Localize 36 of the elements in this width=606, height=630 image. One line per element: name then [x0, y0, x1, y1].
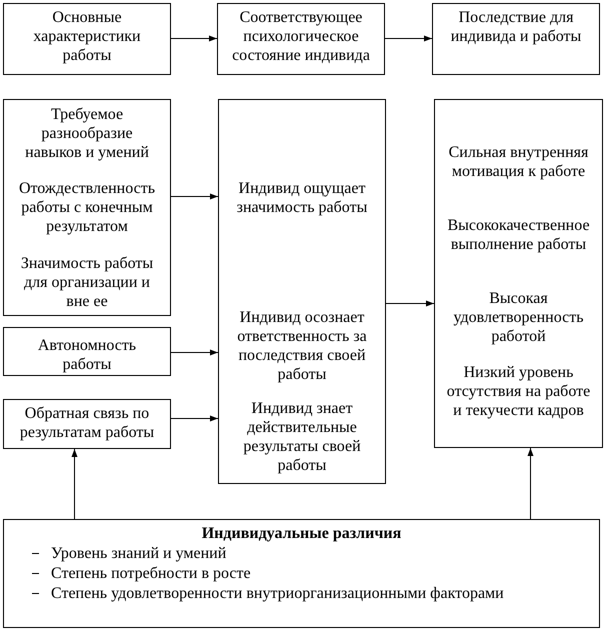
process-box — [217, 3, 385, 75]
box-text: Соответствующее психологическое состояние индивида — [231, 8, 371, 65]
box-text: Основные характеристики работы — [32, 8, 142, 65]
box-text: Последствие для индивида и работы — [450, 8, 582, 46]
process-box — [432, 3, 600, 75]
list-item: Уровень знаний и умений — [51, 544, 226, 563]
arrow — [528, 448, 534, 520]
box-text: Обратная связь по результатам работы — [18, 404, 156, 442]
box-text: Низкий уровень отсутствия на работе и текучести кадров — [446, 363, 592, 420]
arrow — [170, 194, 218, 200]
process-box — [3, 327, 171, 376]
process-box — [218, 99, 386, 484]
box-text: Автономность работы — [36, 336, 138, 374]
process-box — [434, 99, 603, 448]
arrow — [384, 36, 432, 42]
box-text: Отождествленность работы с конечным результатом — [18, 179, 156, 236]
box-heading: Индивидуальные различия — [202, 524, 402, 543]
box-text: Высокая удовлетворенность работой — [452, 289, 584, 346]
arrow — [170, 36, 218, 42]
arrow — [72, 448, 78, 520]
box-text: Сильная внутренняя мотивация к работе — [448, 143, 590, 181]
process-box — [3, 399, 171, 449]
list-item: Степень удовлетворенности внутриорганизационными факторами — [51, 584, 504, 603]
process-box — [3, 519, 600, 628]
box-text: Индивид осознает ответственность за последствия своей работы — [236, 308, 368, 384]
process-box — [3, 3, 171, 75]
box-text: Индивид знает действительные результаты своей работы — [242, 399, 362, 475]
box-text: Индивид ощущает значимость работы — [236, 179, 368, 217]
process-box — [3, 99, 171, 316]
list-item: Степень потребности в росте — [51, 564, 251, 583]
arrow — [170, 416, 218, 422]
box-text: Значимость работы для организации и вне ее — [20, 254, 154, 311]
arrow — [386, 300, 434, 306]
arrow — [170, 350, 218, 356]
box-text: Требуемое разнообразие навыков и умений — [24, 105, 150, 162]
box-text: Высококачественное выполнение работы — [446, 216, 591, 254]
